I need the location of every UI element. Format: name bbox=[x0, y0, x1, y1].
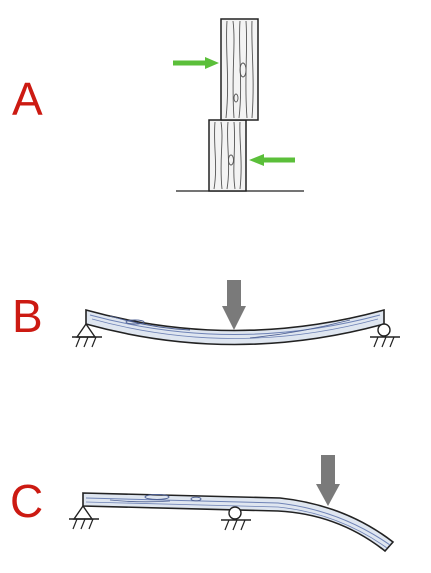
overhang-beam bbox=[82, 492, 395, 553]
panel-b-simply-supported-beam bbox=[72, 280, 400, 348]
roller-support-icon bbox=[370, 323, 400, 348]
lower-wood-block bbox=[208, 119, 247, 192]
load-arrow-down-icon bbox=[316, 455, 340, 506]
shear-arrow-left-icon bbox=[249, 154, 295, 166]
panel-label-b: B bbox=[12, 290, 43, 342]
shear-arrow-right-icon bbox=[173, 57, 219, 69]
upper-wood-block bbox=[220, 18, 259, 121]
panel-c-overhang-beam bbox=[69, 455, 395, 553]
panel-a-shear bbox=[173, 18, 304, 192]
panel-label-c: C bbox=[10, 475, 44, 527]
panel-label-a: A bbox=[12, 73, 43, 125]
roller-support-icon bbox=[221, 506, 251, 531]
load-arrow-down-icon bbox=[222, 280, 246, 330]
pin-support-icon bbox=[72, 322, 102, 348]
pin-support-icon bbox=[69, 504, 99, 530]
